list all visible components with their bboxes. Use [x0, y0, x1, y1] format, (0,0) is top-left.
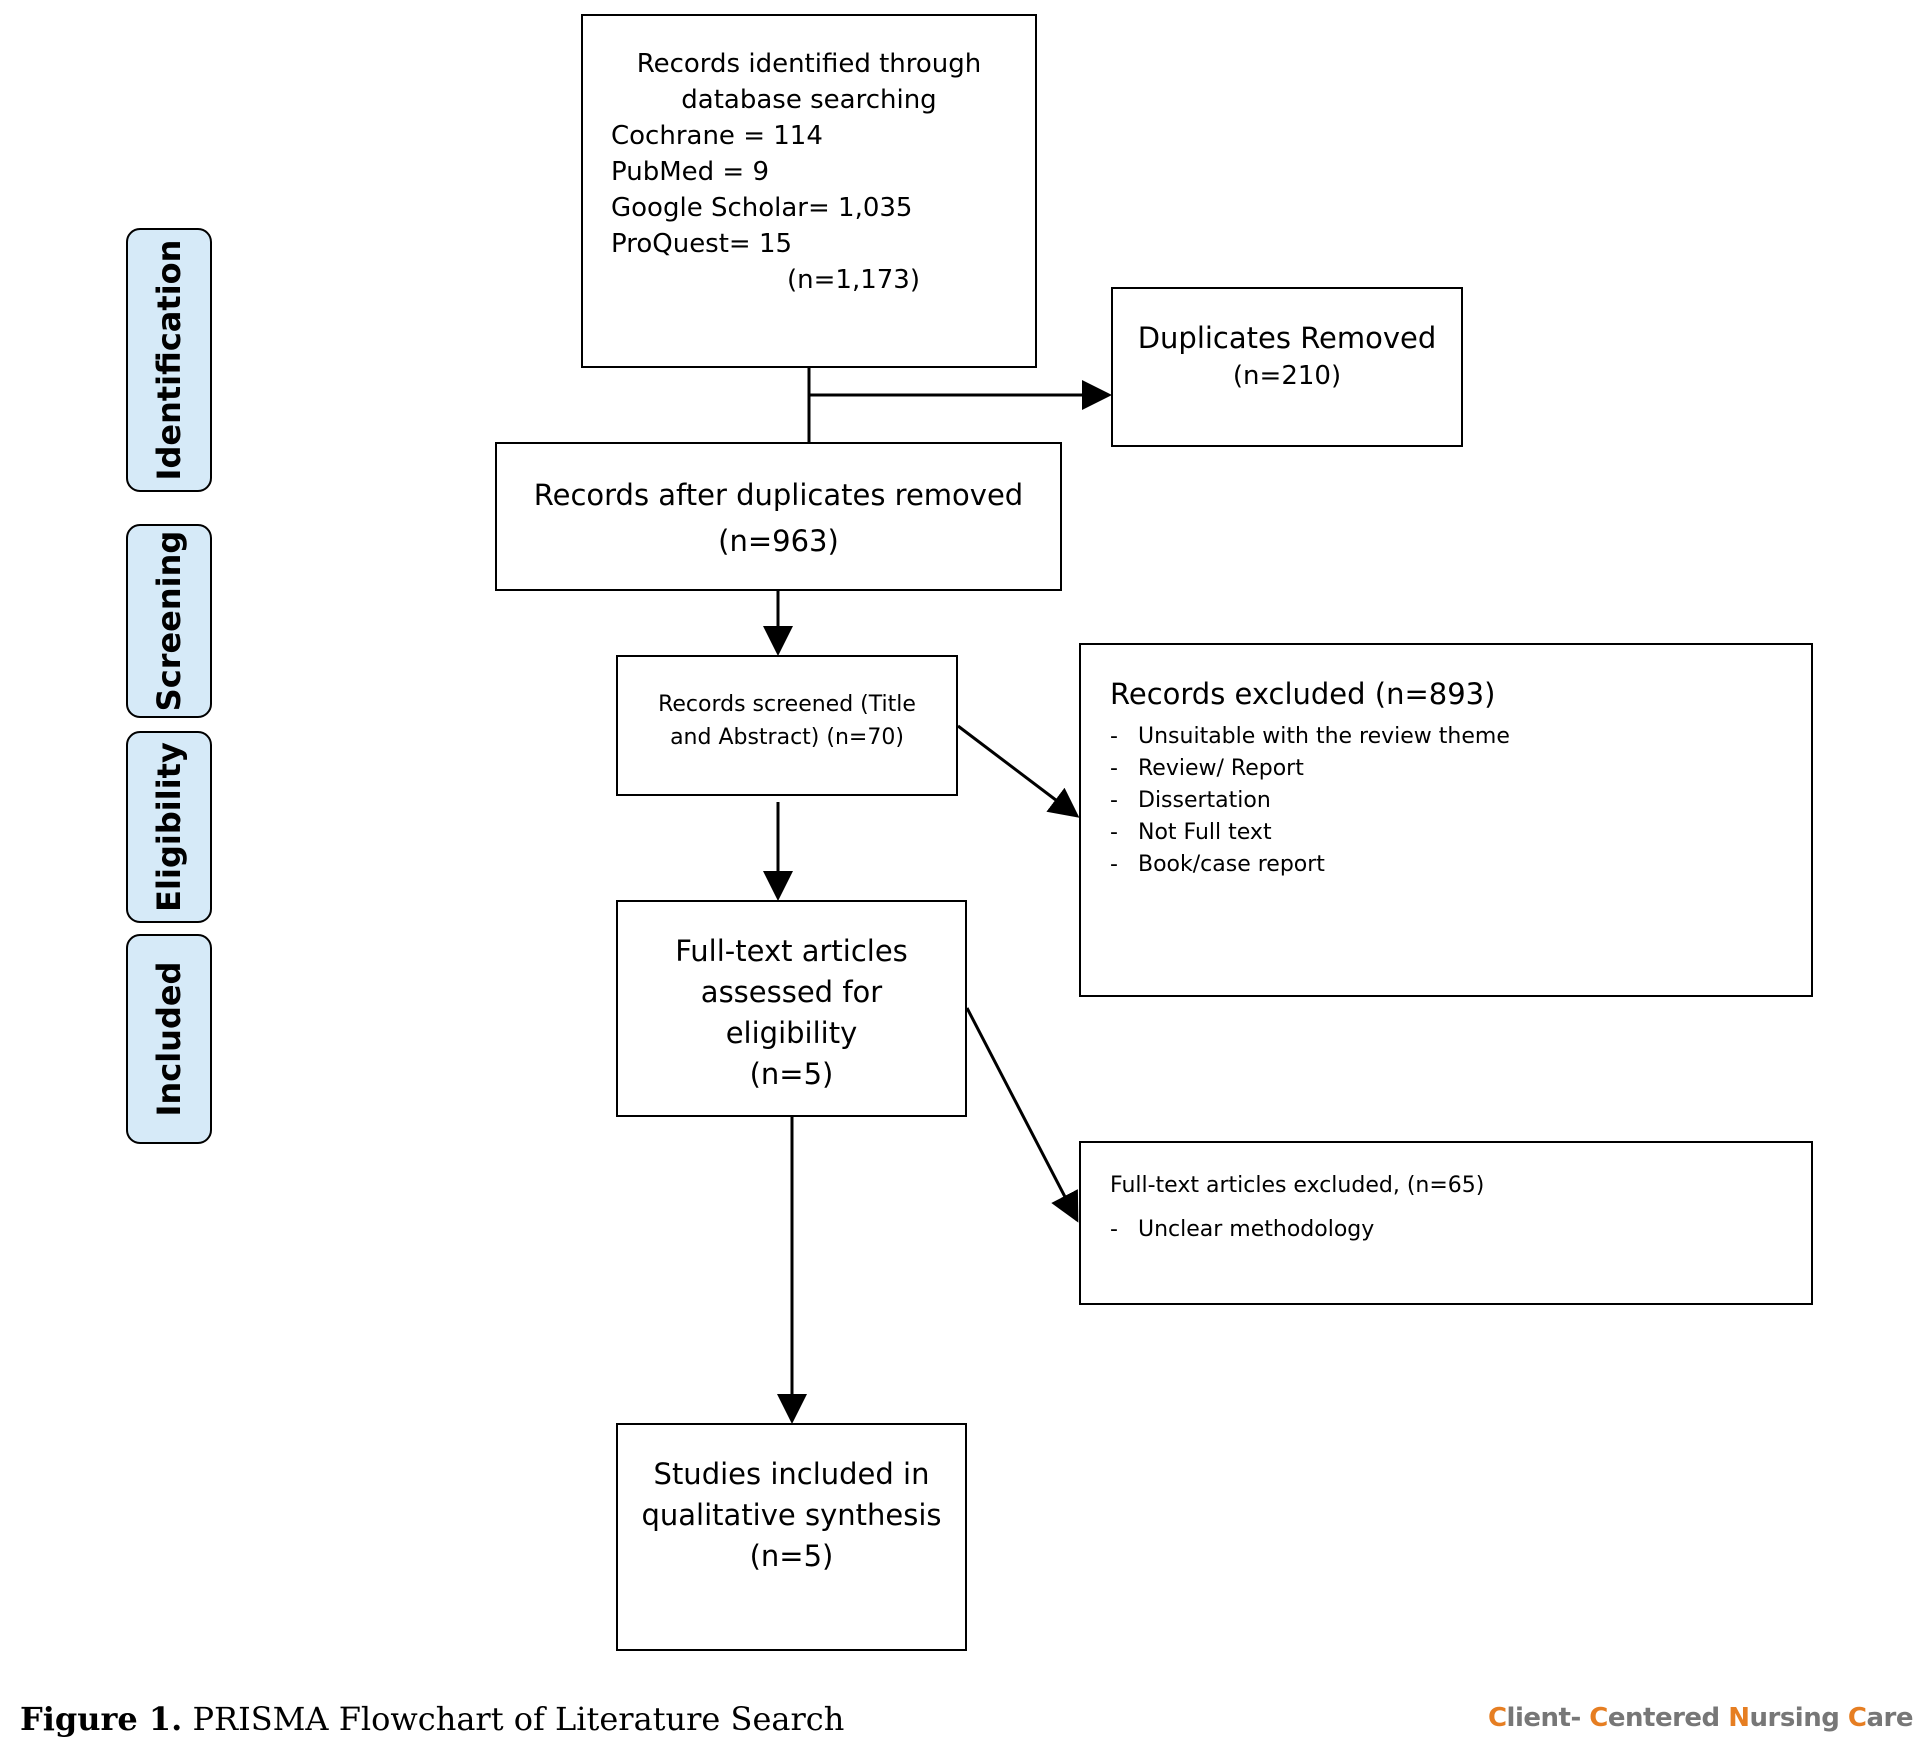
figure-caption: Figure 1. PRISMA Flowchart of Literature…	[20, 1700, 844, 1738]
journal-logo: Client- Centered Nursing Care	[1487, 1703, 1914, 1733]
list-item: Book/case report	[1110, 849, 1811, 881]
fulltext-line1: Full-text articles	[675, 934, 908, 968]
fulltext-count: (n=5)	[749, 1057, 834, 1091]
records-excluded-list: Unsuitable with the review theme Review/…	[1110, 721, 1811, 881]
arrow-screened-to-excluded	[957, 724, 1080, 818]
duplicates-count: (n=210)	[1232, 361, 1342, 391]
fulltext-line3: eligibility	[725, 1016, 858, 1050]
source-proquest: ProQuest= 15	[611, 229, 793, 259]
source-list: Cochrane = 114 PubMed = 9 Google Scholar…	[583, 118, 1035, 262]
phase-eligibility: Eligibility	[126, 731, 212, 923]
source-google-scholar: Google Scholar= 1,035	[611, 193, 913, 223]
included-line2: qualitative synthesis	[641, 1498, 942, 1532]
fulltext-assessed-box: Full-text articles assessed for eligibil…	[616, 900, 967, 1117]
records-identified-total: (n=1,173)	[787, 265, 920, 295]
phase-identification: Identification	[126, 228, 212, 492]
fulltext-line2: assessed for	[700, 975, 883, 1009]
list-item: Unclear methodology	[1110, 1214, 1811, 1246]
figure-caption-text: PRISMA Flowchart of Literature Search	[192, 1700, 845, 1738]
after-duplicates-title: Records after duplicates removed	[533, 478, 1024, 512]
list-item: Unsuitable with the review theme	[1110, 721, 1811, 753]
list-item: Review/ Report	[1110, 753, 1811, 785]
records-excluded-title: Records excluded (n=893)	[1110, 677, 1496, 711]
source-cochrane: Cochrane = 114	[611, 121, 823, 151]
records-excluded-box: Records excluded (n=893) Unsuitable with…	[1079, 643, 1813, 997]
list-item: Dissertation	[1110, 785, 1811, 817]
fulltext-excluded-box: Full-text articles excluded, (n=65) Uncl…	[1079, 1141, 1813, 1305]
included-line1: Studies included in	[653, 1457, 930, 1491]
source-pubmed: PubMed = 9	[611, 157, 769, 187]
records-identified-title: Records identified through database sear…	[636, 49, 982, 115]
arrow-fulltext-to-excluded	[965, 1007, 1079, 1223]
phase-screening: Screening	[126, 524, 212, 718]
after-duplicates-count: (n=963)	[718, 524, 839, 558]
fulltext-excluded-title: Full-text articles excluded, (n=65)	[1110, 1173, 1485, 1198]
studies-included-box: Studies included in qualitative synthesi…	[616, 1423, 967, 1651]
list-item: Not Full text	[1110, 817, 1811, 849]
screened-line2: and Abstract) (n=70)	[670, 725, 904, 750]
phase-included: Included	[126, 934, 212, 1144]
screened-line1: Records screened (Title	[658, 692, 916, 717]
figure-caption-label: Figure 1.	[20, 1700, 183, 1738]
included-count: (n=5)	[749, 1539, 834, 1573]
duplicates-removed-box: Duplicates Removed (n=210)	[1111, 287, 1463, 447]
duplicates-title: Duplicates Removed	[1137, 321, 1437, 355]
fulltext-excluded-list: Unclear methodology	[1110, 1214, 1811, 1246]
records-after-duplicates-box: Records after duplicates removed (n=963)	[495, 442, 1062, 591]
records-screened-box: Records screened (Title and Abstract) (n…	[616, 655, 958, 796]
records-identified-box: Records identified through database sear…	[581, 14, 1037, 368]
